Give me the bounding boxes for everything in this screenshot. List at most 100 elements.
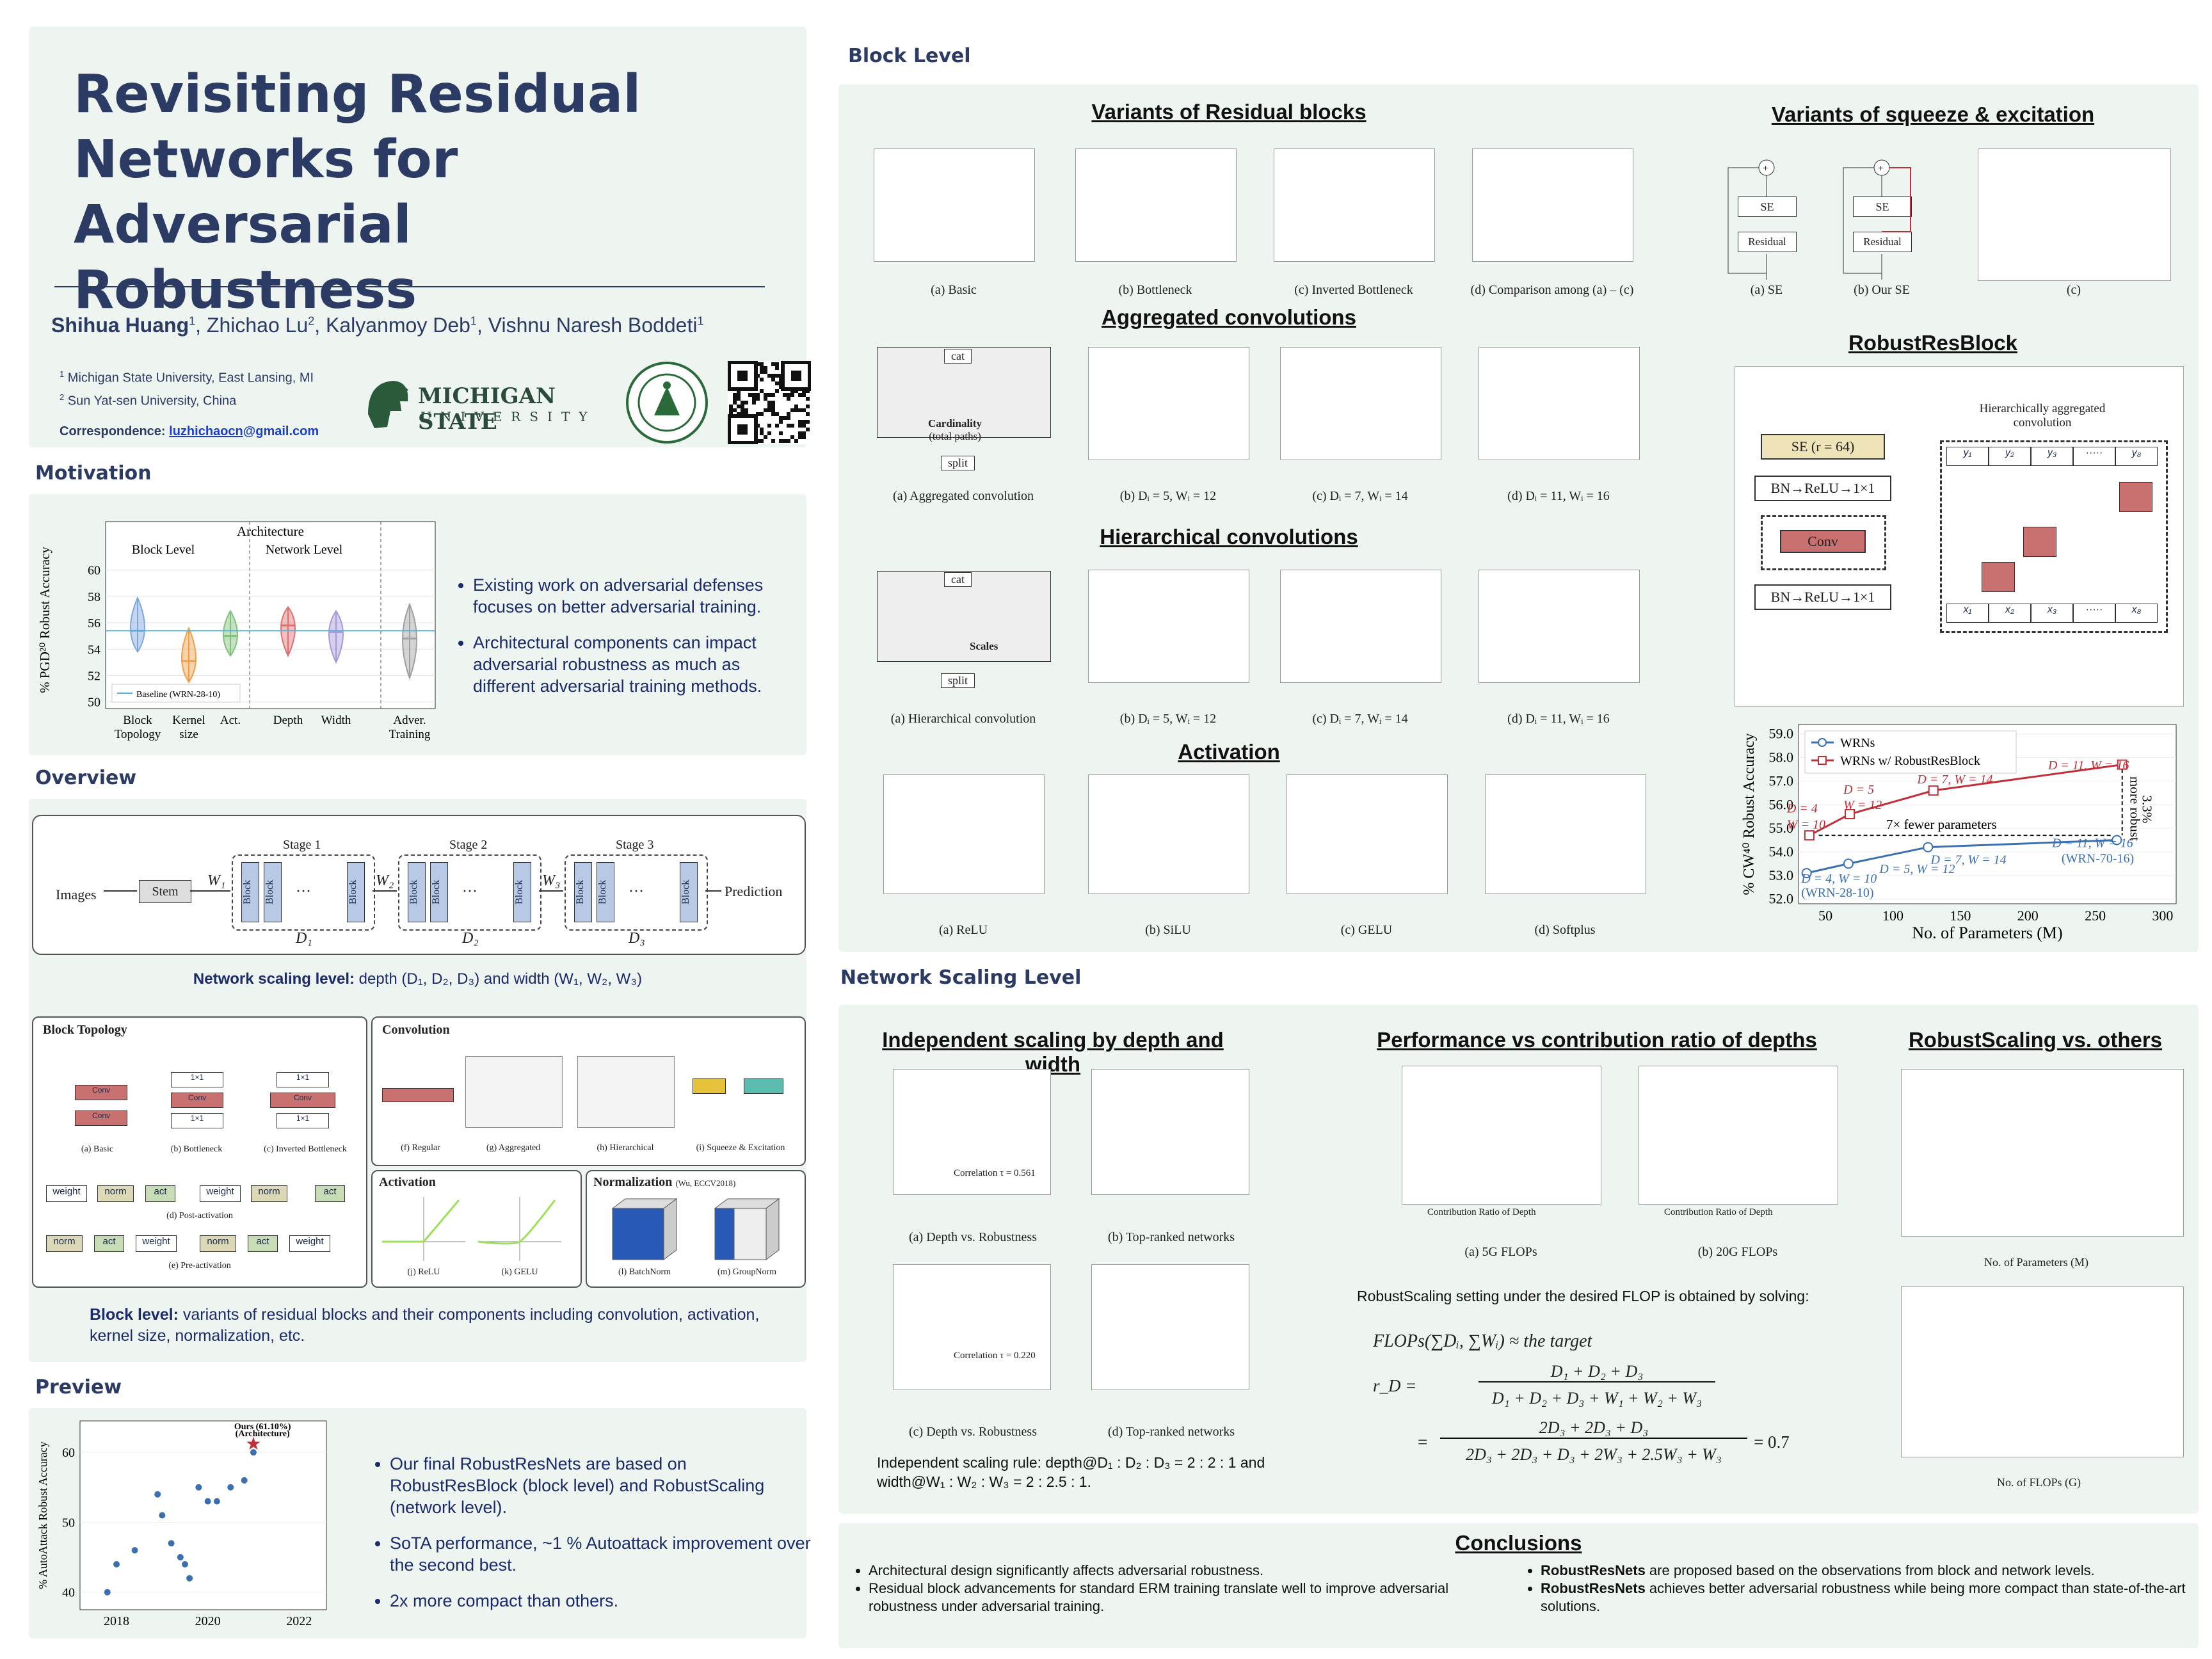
conclusion-right-2-bold: RobustResNets [1541,1580,1646,1596]
images-label: Images [56,886,97,902]
activation-plot-silu [1088,774,1249,894]
violin-category-label: Width [321,714,351,727]
preview-xtick: 2018 [104,1614,129,1628]
qr-finder [728,361,758,391]
correspondence-email-link[interactable]: luzhichaocn [169,424,243,438]
hierarchical-plot-c [1280,570,1441,683]
aggregated-plot-b [1088,347,1249,460]
violin-category-label: Training [389,728,431,741]
block-topology-box: Block Topology Conv Conv 1×1 Conv 1×1 1×… [32,1016,367,1288]
residual-plot-comparison [1472,148,1633,262]
rrb-y8: y₈ [2115,447,2158,466]
violin-category-label: Act. [220,714,241,727]
indep-caption-d: (d) Top-ranked networks [1107,1425,1235,1439]
qr-cell [741,405,744,408]
affiliation-2-text: Sun Yat-sen University, China [67,394,237,408]
regular-conv-bar [382,1088,454,1102]
section-network-scaling: Network Scaling Level [840,966,1082,989]
hier-cat-label: cat [944,572,972,587]
hier-caption-a: (a) Hierarchical convolution [890,712,1036,726]
preview-point [181,1560,188,1567]
w2-label: W₂ [376,872,394,889]
norm-caption-group: (m) GroupNorm [717,1267,777,1277]
perf-plot-5g [1402,1066,1601,1205]
preview-point [213,1498,220,1505]
qr-cell [752,401,756,405]
hier-caption-d: (d) Dᵢ = 11, Wᵢ = 16 [1507,712,1610,726]
svg-text:+: + [1878,163,1884,174]
rrb-ytick: 52.0 [1769,891,1794,907]
w1-label: W₁ [207,872,226,889]
msu-name-line2: UNIVERSITY [421,409,597,424]
se-a-se-box: SE [1738,196,1797,217]
qr-cell [790,408,794,412]
qr-cell [737,405,741,408]
rrb-point-wrn [2112,835,2122,846]
qr-finder-core [791,371,801,381]
qr-cell [783,393,787,397]
activation-plot-softplus [1485,774,1646,894]
affiliation-2: 2 Sun Yat-sen University, China [60,388,319,411]
qr-cell [790,424,794,428]
rrb-point-wrn [1843,858,1854,869]
qr-cell [752,393,756,397]
qr-cell [783,416,787,420]
qr-cell [767,393,771,397]
qr-cell [775,412,779,416]
pre-weight-2: weight [289,1235,330,1252]
rrb-red-label-2a: D = 5 [1843,783,1874,797]
residual-plot-basic [874,148,1035,262]
rrb-legend-robust: WRNs w/ RobustResBlock [1840,754,1980,768]
qr-cell [787,424,790,428]
indep-plot-d [1091,1264,1249,1390]
activation-box: Activation (j) ReLU (k) GELU [371,1170,582,1288]
agg-caption-b: (b) Dᵢ = 5, Wᵢ = 12 [1119,489,1217,503]
act-caption-relu: (j) ReLU [407,1267,440,1277]
rrb-inner-conv-2 [2023,527,2056,557]
violin-legend-box [111,684,241,703]
qr-cell [787,412,790,416]
topo-bottleneck-1x1-b: 1×1 [171,1113,223,1128]
preview-xtick: 2020 [195,1614,221,1628]
preview-point [227,1484,234,1491]
conclusion-right-2-rest: achieves better adversarial robustness w… [1541,1580,2186,1614]
conclusions-panel: Conclusions Architectural design signifi… [838,1523,2199,1648]
author-3-sup: 1 [470,314,477,328]
preview-ours-star: ★ [245,1434,261,1454]
act-caption-b: (b) SiLU [1145,923,1191,937]
qr-cell [775,362,779,366]
msu-logo: MICHIGAN STATE UNIVERSITY [362,376,605,435]
topo-caption-basic: (a) Basic [81,1144,114,1154]
stage-3-label: Stage 3 [616,838,654,852]
act-caption-gelu: (k) GELU [501,1267,538,1277]
qr-cell [752,397,756,401]
qr-finder-core [737,424,748,435]
rrb-xtick: 200 [2017,908,2039,924]
hier-scales-label: Scales [970,640,998,652]
preview-ytick: 50 [62,1516,75,1530]
qr-cell [798,435,802,439]
conclusion-left-2: Residual block advancements for standard… [869,1580,1509,1615]
conv-caption-aggregated: (g) Aggregated [486,1143,541,1153]
stage-1 [232,854,375,931]
violin-ytick: 50 [88,696,100,710]
msu-name-line1: MICHIGAN STATE [418,383,556,435]
rrb-red-label-3: D = 7, W = 14 [1916,773,1992,787]
topo-caption-bottleneck: (b) Bottleneck [170,1144,223,1154]
qr-cell [767,408,771,412]
email-domain: @gmail.com [243,424,319,439]
topo-caption-post: (d) Post-activation [166,1211,233,1221]
qr-cell [806,428,810,431]
preview-ylabel: % AutoAttack Robust Accuracy [36,1441,49,1589]
aggregated-conv-mini [465,1056,563,1128]
topo-caption-inverted: (c) Inverted Bottleneck [264,1144,347,1154]
qr-cell [729,408,733,412]
normalization-cite: (Wu, ECCV2018) [675,1178,736,1188]
convolution-box: Convolution (f) Regular (g) Aggregated (… [371,1016,806,1166]
rrb-y2: y₂ [1989,447,2031,466]
pre-norm-1: norm [46,1235,83,1252]
stage-2-label: Stage 2 [449,838,488,852]
qr-cell [798,420,802,424]
conclusion-left-1: Architectural design significantly affec… [869,1562,1509,1580]
rrb-red-label-2b: W = 12 [1843,798,1882,812]
